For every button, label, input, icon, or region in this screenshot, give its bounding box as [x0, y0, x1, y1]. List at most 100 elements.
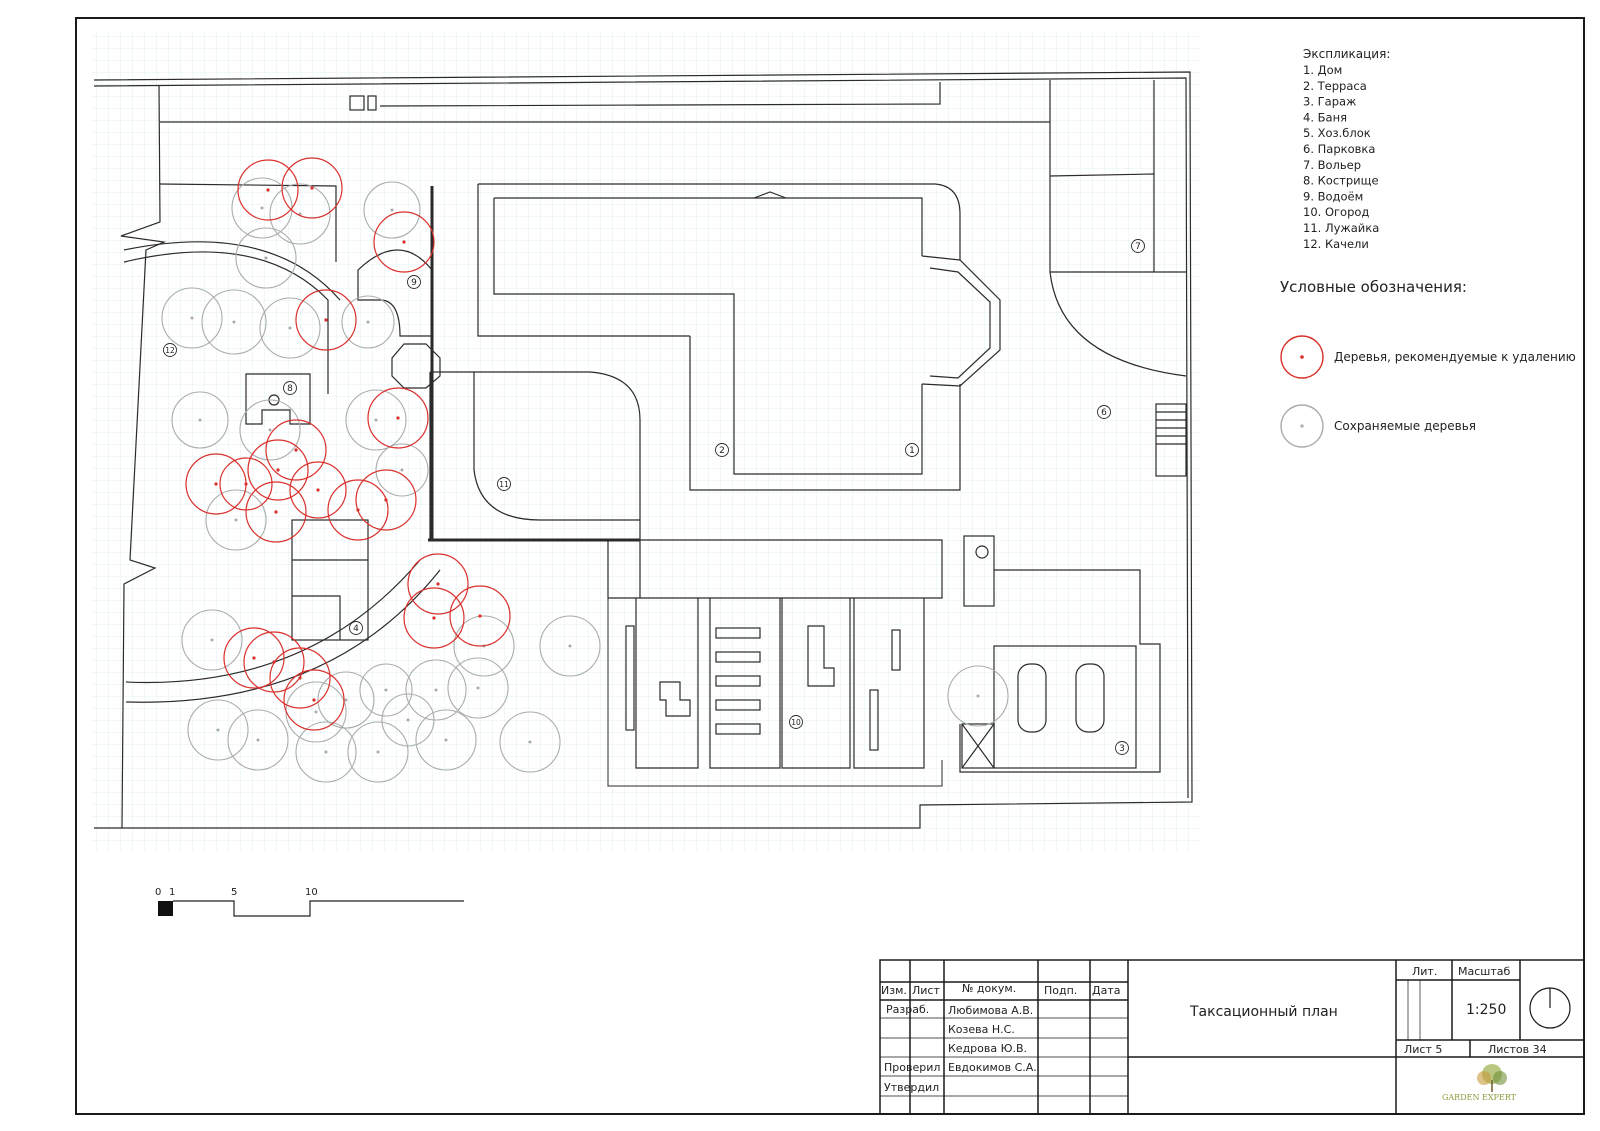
plan-label: 10 [791, 718, 801, 727]
plan-label-marker [1097, 405, 1111, 419]
plan-grid [92, 32, 1200, 852]
kept-tree [235, 227, 297, 289]
kept-tree-center [406, 718, 410, 722]
kept-tree [375, 443, 429, 497]
explication-item: 5. Хоз.блок [1303, 126, 1371, 140]
plan-label-marker [349, 621, 363, 635]
plan-label-marker [1131, 239, 1145, 253]
explication-item: 10. Огород [1303, 205, 1369, 219]
kept-tree [345, 389, 407, 451]
plan-label: 8 [287, 384, 293, 394]
vegetable-beds [607, 539, 943, 787]
explication-title: Экспликация: [1303, 47, 1390, 61]
kept-tree-center [976, 694, 980, 698]
removal-tree-center [294, 448, 298, 452]
kept-tree-center [400, 468, 404, 472]
kept-tree-center [234, 518, 238, 522]
plan-label-marker [407, 275, 421, 289]
removal-tree [403, 587, 465, 649]
removal-tree [283, 669, 345, 731]
plan-label-marker [905, 443, 919, 457]
kept-tree-center [264, 256, 268, 260]
kept-tree-center [268, 428, 272, 432]
kept-tree [359, 663, 413, 717]
plan-label-marker [715, 443, 729, 457]
kept-tree [317, 671, 375, 729]
kept-tree-center [288, 326, 292, 330]
plan-label-marker [283, 381, 297, 395]
plan-label: 1 [909, 446, 915, 456]
removal-tree [281, 157, 343, 219]
house-building [477, 183, 1001, 491]
kept-tree-center [216, 728, 220, 732]
scale-tick-1: 1 [169, 887, 175, 898]
removal-tree-center [402, 240, 406, 244]
scale-tick-5: 5 [231, 887, 237, 898]
removal-tree [223, 627, 285, 689]
explication-item: 1. Дом [1303, 63, 1342, 77]
legend: Условные обозначения: Деревья, рекоменду… [1280, 278, 1576, 448]
trees-for-removal [185, 157, 511, 731]
kept-tree [539, 615, 601, 677]
plan-label: 3 [1119, 744, 1125, 754]
kept-tree [205, 489, 267, 551]
kept-tree-center [314, 710, 318, 714]
kept-tree-center [390, 208, 394, 212]
removal-tree-center [244, 482, 248, 486]
removal-tree [327, 479, 389, 541]
explication-item: 2. Терраса [1303, 79, 1367, 93]
kept-tree-center [256, 738, 260, 742]
removal-tree [247, 439, 309, 501]
removal-tree-center [252, 656, 256, 660]
kept-tree [269, 183, 331, 245]
tb-podp: Подп. [1044, 984, 1077, 997]
kept-tree [201, 289, 267, 355]
kept-tree [295, 721, 357, 783]
kept-tree-center [374, 418, 378, 422]
removal-tree-center [432, 616, 436, 620]
plan-label: 12 [165, 346, 175, 355]
legend-title: Условные обозначения: [1280, 278, 1467, 296]
kept-tree [363, 181, 421, 239]
kept-tree [453, 615, 515, 677]
removal-tree-center [478, 614, 482, 618]
scale-bar: 0 1 5 10 [155, 887, 464, 917]
removal-tree-center [312, 698, 316, 702]
tb-scale-value: 1:250 [1466, 1002, 1506, 1018]
explication-item: 3. Гараж [1303, 95, 1356, 109]
removal-tree [265, 419, 327, 481]
kept-tree-center [376, 750, 380, 754]
tb-role-utverdil: Утвердил [884, 1081, 939, 1094]
kept-tree [381, 693, 435, 747]
kept-tree [187, 699, 249, 761]
kept-tree [181, 609, 243, 671]
tb-scale-label: Масштаб [1458, 965, 1510, 978]
removal-tree [245, 481, 307, 543]
plan-label: 2 [719, 446, 725, 456]
legend-keep-label: Сохраняемые деревья [1334, 419, 1476, 433]
removal-tree-center [266, 188, 270, 192]
logo-text: GARDEN EXPERT [1442, 1093, 1517, 1102]
kept-tree [161, 287, 223, 349]
explication-item: 11. Лужайка [1303, 221, 1379, 235]
kept-tree [227, 709, 289, 771]
plan-label-marker [1115, 741, 1129, 755]
plan-label: 7 [1135, 242, 1141, 252]
scale-tick-0: 0 [155, 887, 161, 898]
tb-list: Лист [912, 984, 940, 997]
title-block: Изм. Лист № докум. Подп. Дата Разраб. Пр… [879, 959, 1585, 1115]
kept-tree-center [568, 644, 572, 648]
kept-tree-center [260, 206, 264, 210]
tb-sheets: Листов 34 [1488, 1043, 1547, 1056]
plan-label-marker [789, 715, 803, 729]
removal-tree [449, 585, 511, 647]
kept-tree [405, 659, 467, 721]
kept-tree [341, 295, 395, 349]
kept-tree [259, 297, 321, 359]
removal-tree-center [436, 582, 440, 586]
removal-tree [269, 647, 331, 709]
removal-tree-center [384, 498, 388, 502]
